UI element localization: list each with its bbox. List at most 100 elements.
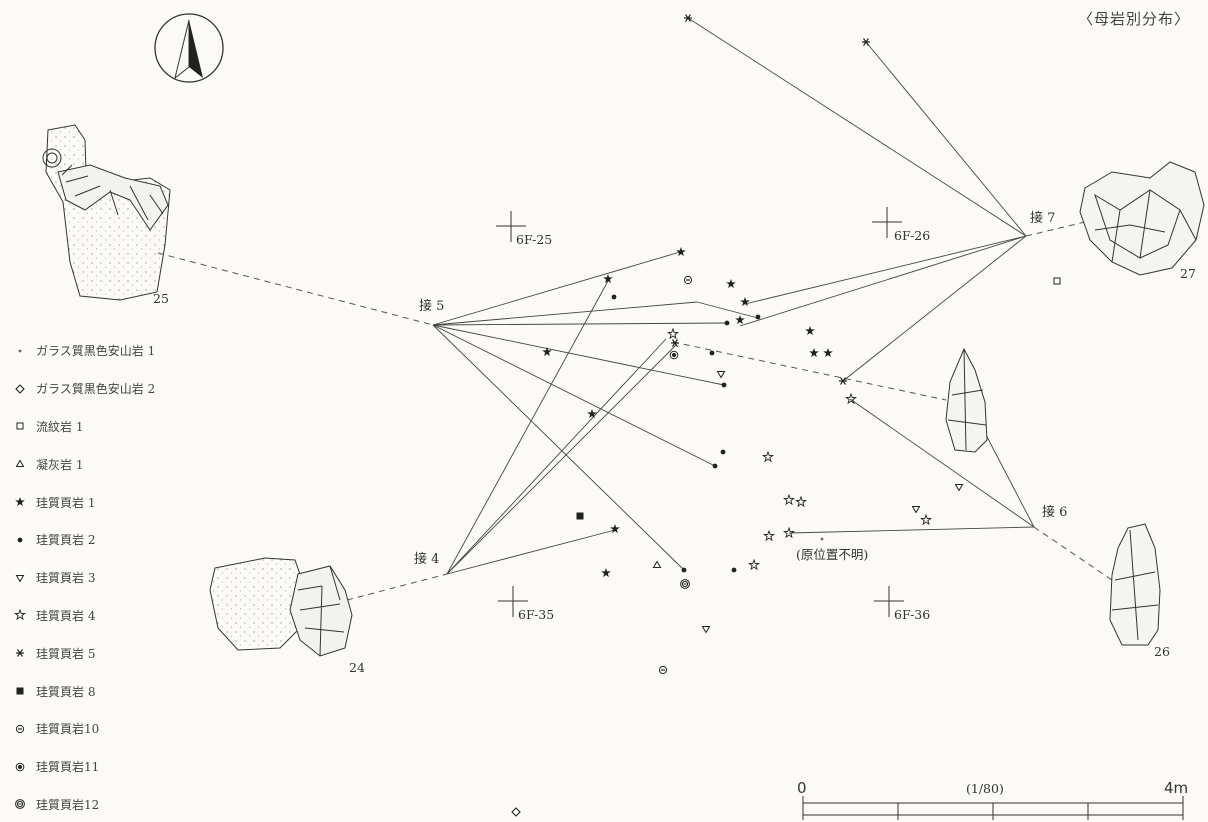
point-dot	[681, 567, 687, 573]
point-star-open	[763, 530, 775, 541]
legend-label: 流紋岩 1	[36, 419, 84, 434]
scale-end-label: 4m	[1164, 779, 1188, 797]
legend-item: 珪質頁岩11	[10, 748, 155, 786]
scale-ratio-label: (1/80)	[966, 781, 1004, 796]
point-square-filled	[576, 512, 584, 520]
point-dot	[755, 314, 761, 320]
grid-label-6f26: 6F-26	[894, 228, 930, 243]
triangle-icon	[16, 460, 24, 468]
artifact-number-27: 27	[1180, 266, 1196, 281]
legend-item: ガラス質黒色安山岩 2	[10, 370, 155, 408]
point-dot	[721, 382, 727, 388]
grid-cross-6f35	[498, 586, 528, 617]
circle-filled-icon	[15, 762, 25, 771]
dot-icon	[17, 537, 23, 543]
square-filled-icon	[16, 687, 24, 695]
legend-label: 珪質頁岩 5	[36, 646, 96, 661]
asterisk-icon	[15, 649, 25, 658]
map-title: 〈母岩別分布〉	[1077, 10, 1190, 28]
circle-double-icon	[15, 799, 25, 810]
artifact-number-24: 24	[349, 660, 365, 675]
scale-bar	[802, 796, 1184, 820]
point-star	[726, 279, 736, 289]
point-dot	[731, 567, 737, 573]
unknown-position-note: (原位置不明)	[796, 547, 868, 562]
join-label-7: 接 7	[1030, 210, 1055, 226]
grid-crosses	[496, 207, 904, 617]
circle-dot-icon	[15, 724, 25, 734]
point-star	[805, 326, 815, 336]
legend-label: 珪質頁岩11	[36, 760, 100, 775]
point-star	[823, 348, 833, 358]
legend-item: 珪質頁岩 4	[10, 597, 155, 635]
legend-item: 珪質頁岩12	[10, 786, 155, 822]
point-star-open	[795, 496, 807, 507]
artifact-number-25: 25	[153, 291, 169, 306]
grid-cross-6f26	[872, 207, 902, 238]
point-circle-filled	[669, 350, 679, 360]
artifact-drawing-25	[42, 124, 171, 301]
point-star	[740, 297, 750, 307]
point-star	[610, 524, 620, 534]
refit-lines	[432, 17, 1035, 575]
point-circle-double	[680, 579, 690, 589]
point-dot	[724, 320, 730, 326]
legend-item: 珪質頁岩 8	[10, 672, 155, 710]
point-circle-dot	[658, 665, 668, 675]
diamond-icon	[15, 384, 25, 394]
point-star-open	[783, 494, 795, 505]
point-star	[601, 568, 611, 578]
legend-label: 珪質頁岩 1	[36, 495, 96, 510]
legend-label: 珪質頁岩 3	[36, 571, 96, 586]
dashed-leaders	[157, 221, 1113, 601]
legend-label: ガラス質黒色安山岩 1	[36, 344, 156, 359]
point-star	[542, 347, 552, 357]
legend: ガラス質黒色安山岩 1 ガラス質黒色安山岩 2 流紋岩 1 凝灰岩 1 珪質頁岩…	[10, 332, 155, 822]
point-small-dot	[820, 537, 824, 541]
north-arrow-icon	[154, 13, 224, 83]
legend-label: 珪質頁岩 4	[36, 608, 96, 623]
point-star-open	[920, 514, 932, 525]
artifact-drawing-24	[209, 557, 353, 657]
point-dot	[709, 350, 715, 356]
legend-item: 珪質頁岩 5	[10, 634, 155, 672]
legend-label: 凝灰岩 1	[36, 457, 84, 472]
point-triangle-down	[955, 484, 963, 491]
artifact-drawing-27	[1079, 161, 1205, 276]
legend-item: ガラス質黒色安山岩 1	[10, 332, 155, 370]
legend-label: ガラス質黒色安山岩 2	[36, 382, 156, 397]
star-filled-icon	[15, 497, 25, 507]
point-triangle-down	[912, 506, 920, 513]
join-label-5: 接 5	[419, 298, 444, 314]
point-circle-dot	[683, 275, 693, 285]
legend-label: 珪質頁岩12	[36, 797, 100, 812]
grid-cross-6f25	[496, 211, 526, 242]
point-diamond	[511, 807, 521, 817]
star-open-icon	[14, 610, 26, 621]
legend-item: 珪質頁岩 1	[10, 483, 155, 521]
legend-item: 凝灰岩 1	[10, 445, 155, 483]
point-asterisk	[861, 37, 871, 47]
point-triangle-down	[717, 371, 725, 378]
point-star-open	[762, 451, 774, 462]
point-triangle-down	[702, 626, 710, 633]
point-star	[676, 247, 686, 257]
triangle-down-icon	[16, 574, 24, 582]
artifact-number-26: 26	[1154, 644, 1170, 659]
point-dot	[712, 463, 718, 469]
point-asterisk	[683, 13, 693, 23]
point-dot	[720, 449, 726, 455]
point-star	[809, 348, 819, 358]
artifact-drawing-blade	[945, 347, 988, 453]
legend-label: 珪質頁岩 8	[36, 684, 96, 699]
legend-item: 流紋岩 1	[10, 408, 155, 446]
legend-item: 珪質頁岩 3	[10, 559, 155, 597]
point-star	[587, 409, 597, 419]
legend-label: 珪質頁岩10	[36, 722, 100, 737]
legend-item: 珪質頁岩10	[10, 710, 155, 748]
small-dot-icon	[18, 349, 22, 353]
point-dot	[611, 294, 617, 300]
grid-label-6f25: 6F-25	[516, 232, 552, 247]
